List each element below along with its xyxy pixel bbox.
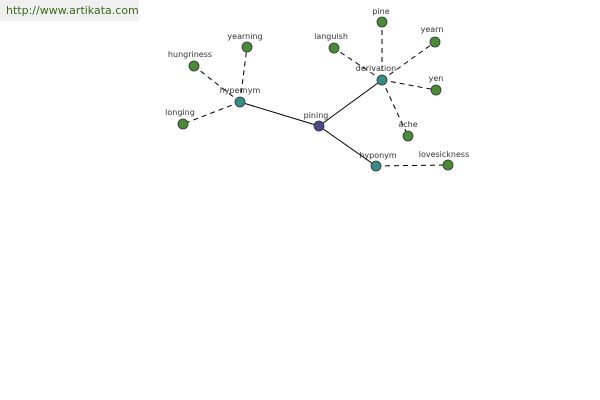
edge-pining-derivation xyxy=(318,79,383,127)
node-label-pining[interactable]: pining xyxy=(304,111,329,120)
node-label-longing[interactable]: longing xyxy=(165,108,195,117)
node-languish[interactable] xyxy=(328,42,340,54)
edge-derivation-yen xyxy=(381,79,437,91)
labels-layer: pining hypernym derivation hyponym yearning h… xyxy=(165,7,469,160)
edge-derivation-ache xyxy=(381,79,409,137)
node-label-languish[interactable]: languish xyxy=(314,32,348,41)
node-yen[interactable] xyxy=(430,84,442,96)
edges-layer xyxy=(182,22,449,167)
node-label-pine[interactable]: pine xyxy=(372,7,389,16)
node-label-hungriness[interactable]: hungriness xyxy=(168,50,212,59)
node-label-lovesickness[interactable]: lovesickness xyxy=(419,150,470,159)
node-label-yen[interactable]: yen xyxy=(429,74,444,83)
edge-hypernym-hungriness xyxy=(193,65,241,103)
site-url[interactable]: http://www.artikata.com xyxy=(0,0,139,21)
node-hungriness[interactable] xyxy=(188,60,200,72)
node-label-derivation[interactable]: derivation xyxy=(356,64,396,73)
node-longing[interactable] xyxy=(177,118,189,130)
node-label-yearning[interactable]: yearning xyxy=(227,32,262,41)
node-pine[interactable] xyxy=(376,16,388,28)
node-hyponym[interactable] xyxy=(370,160,382,172)
edge-pining-hypernym xyxy=(239,101,320,127)
node-yearn[interactable] xyxy=(429,36,441,48)
edge-pining-hyponym xyxy=(318,125,377,167)
node-label-ache[interactable]: ache xyxy=(398,120,417,129)
node-label-yearn[interactable]: yearn xyxy=(421,25,444,34)
edge-hypernym-yearning xyxy=(239,46,248,103)
edge-hyponym-lovesickness xyxy=(375,164,449,167)
node-label-hypernym[interactable]: hypernym xyxy=(220,86,261,95)
node-pining[interactable] xyxy=(313,120,325,132)
edge-derivation-yearn xyxy=(381,41,436,81)
node-ache[interactable] xyxy=(402,130,414,142)
node-hypernym[interactable] xyxy=(234,96,246,108)
node-label-hyponym[interactable]: hyponym xyxy=(359,151,397,160)
edge-hypernym-longing xyxy=(182,101,241,125)
nodes-layer xyxy=(177,16,454,172)
edge-derivation-languish xyxy=(333,47,383,81)
node-yearning[interactable] xyxy=(241,41,253,53)
node-derivation[interactable] xyxy=(376,74,388,86)
node-lovesickness[interactable] xyxy=(442,159,454,171)
